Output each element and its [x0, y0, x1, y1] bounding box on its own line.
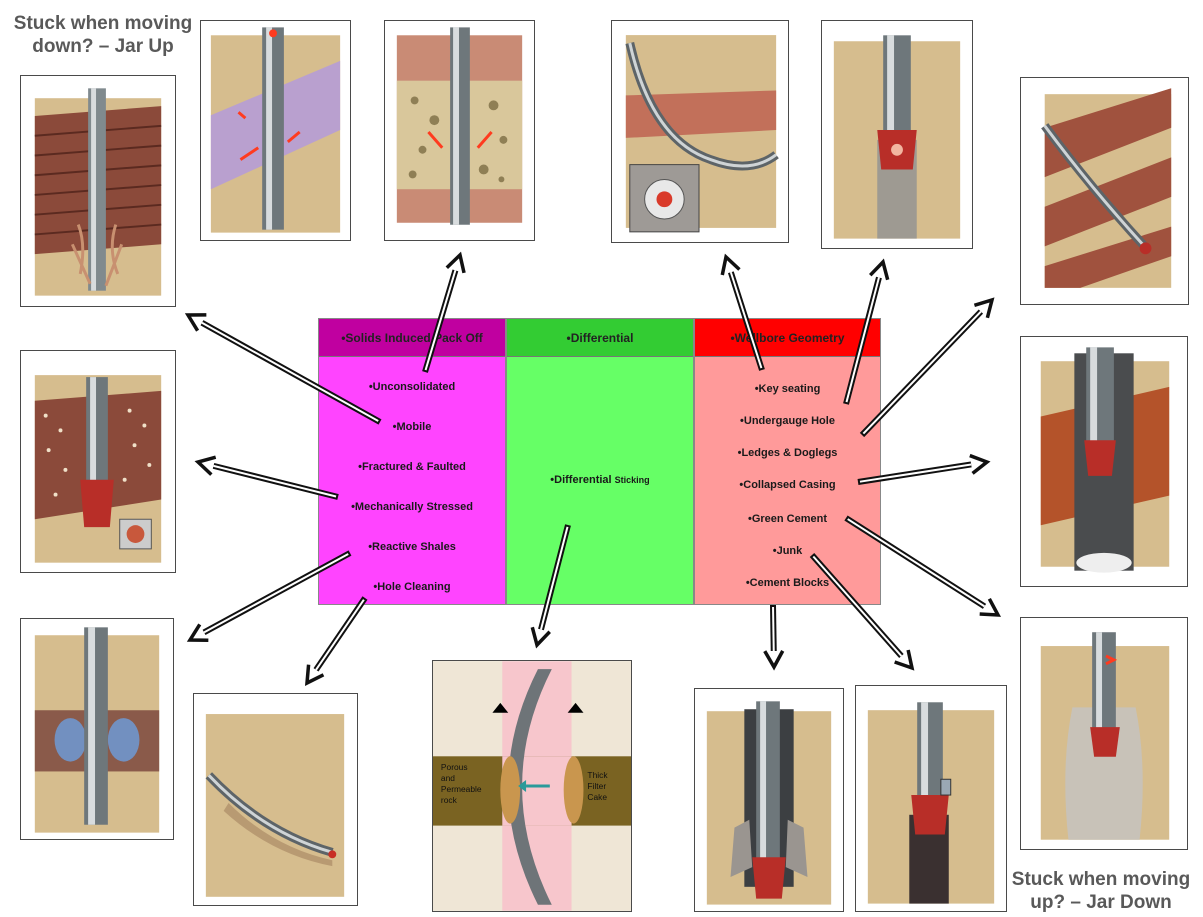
item-reactive-shales: •Reactive Shales: [368, 541, 456, 553]
illustration-green-cement: [1020, 617, 1188, 850]
arrow-hole-cleaning: [304, 596, 368, 686]
illustration-hole-cleaning: [193, 693, 358, 906]
item-undergauge-hole: •Undergauge Hole: [740, 415, 835, 427]
jar-down-note-line-2: up? – Jar Down: [1030, 892, 1172, 913]
item-sticking-word: Sticking: [614, 475, 650, 485]
item-mechanically-stressed: •Mechanically Stressed: [351, 501, 473, 513]
illustration-ledges-doglegs: [1020, 77, 1189, 305]
cake-left-label-1: Porous: [441, 762, 468, 772]
cake-left-label-2: and: [441, 773, 455, 783]
cake-right-label-3: Cake: [587, 792, 607, 802]
illustration-differential-sticking: Porous and Permeable rock Thick Filter C…: [432, 660, 632, 912]
illustration-mobile-formation: [20, 75, 176, 307]
cake-left-label-3: Permeable: [441, 784, 482, 794]
jar-up-note-line-1: Stuck when moving: [13, 13, 193, 34]
item-differential-sticking: •Differential Sticking: [507, 474, 693, 486]
illustration-undergauge-hole: [821, 20, 973, 249]
item-ledges-doglegs: •Ledges & Doglegs: [737, 447, 838, 459]
column-wellbore-geometry: •Wellbore Geometry •Key seating •Underga…: [694, 318, 881, 605]
cake-left-label-4: rock: [441, 795, 458, 805]
arrow-mechanically-stressed: [194, 455, 339, 500]
column-header-differential: •Differential: [507, 319, 693, 357]
cake-right-label-1: Thick: [587, 770, 608, 780]
item-differential-word: •Differential: [550, 474, 612, 486]
column-solids-induced-pack-off: •Solids Induced Pack Off •Unconsolidated…: [318, 318, 506, 605]
item-junk: •Junk: [772, 545, 803, 557]
column-header-pack-off: •Solids Induced Pack Off: [319, 319, 505, 357]
illustration-collapsed-casing: [1020, 336, 1188, 587]
jar-up-note-line-2: down? – Jar Up: [32, 36, 174, 57]
jar-down-note-line-1: Stuck when moving: [1011, 869, 1191, 890]
arrow-cement-blocks: [763, 604, 785, 671]
column-header-wellbore-geometry: •Wellbore Geometry: [695, 319, 880, 357]
jar-down-note: Stuck when moving up? – Jar Down: [1005, 868, 1197, 914]
illustration-reactive-shales: [20, 618, 174, 840]
illustration-key-seating: [611, 20, 789, 243]
item-key-seating: •Key seating: [754, 383, 821, 395]
illustration-junk: [855, 685, 1007, 912]
illustration-unconsolidated-formation: [200, 20, 351, 241]
column-differential: •Differential •Differential Sticking: [506, 318, 694, 605]
item-unconsolidated: •Unconsolidated: [368, 381, 456, 393]
item-collapsed-casing: •Collapsed Casing: [739, 479, 836, 491]
item-mobile: •Mobile: [392, 421, 432, 433]
arrow-ledges-doglegs: [859, 297, 995, 438]
item-hole-cleaning: •Hole Cleaning: [373, 581, 451, 593]
item-green-cement: •Green Cement: [747, 513, 828, 525]
cake-right-label-2: Filter: [587, 781, 606, 791]
item-fractured-faulted: •Fractured & Faulted: [358, 461, 466, 473]
item-cement-blocks: •Cement Blocks: [745, 577, 830, 589]
jar-up-note: Stuck when moving down? – Jar Up: [8, 12, 198, 58]
illustration-fractured-faulted: [384, 20, 535, 241]
illustration-mechanically-stressed: [20, 350, 176, 573]
illustration-cement-blocks: [694, 688, 844, 912]
